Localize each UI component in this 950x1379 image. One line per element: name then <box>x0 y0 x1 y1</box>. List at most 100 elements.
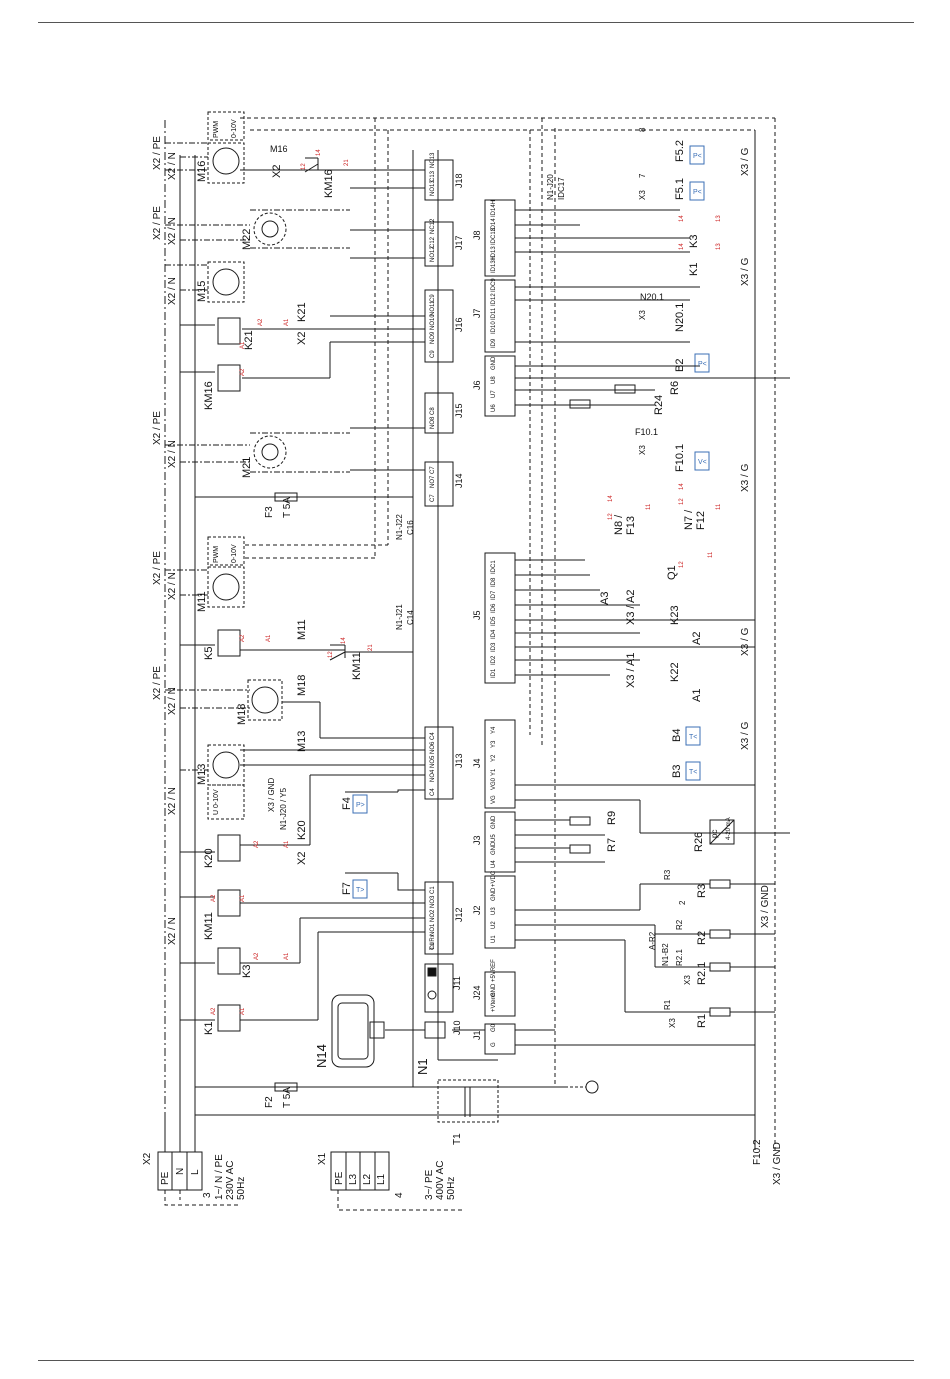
svg-text:PE: PE <box>160 1171 171 1185</box>
svg-text:8: 8 <box>638 127 647 132</box>
pin-label-j12: C1 <box>430 942 436 950</box>
pin-label-j5: ID8 <box>491 577 497 587</box>
svg-text:14: 14 <box>679 215 685 222</box>
pin-label-j4: Y4 <box>491 726 497 734</box>
svg-text:A2: A2 <box>254 952 260 960</box>
pin-label-j13: NO5 <box>430 755 436 768</box>
svg-text:A2: A2 <box>240 368 246 376</box>
label-N1: N1 <box>415 1058 430 1075</box>
svg-text:T 5A: T 5A <box>282 497 293 518</box>
svg-text:M16: M16 <box>270 144 288 154</box>
label-R26: R26 <box>693 832 705 852</box>
svg-text:X2: X2 <box>271 165 283 178</box>
svg-text:N1-J22: N1-J22 <box>395 514 404 540</box>
pressure-sensor-icon: P> <box>356 802 365 809</box>
svg-text:3~/ PE: 3~/ PE <box>424 1169 435 1200</box>
level-sensor-icon: V< <box>698 459 707 466</box>
svg-text:12: 12 <box>608 513 614 520</box>
svg-text:X3 / GND: X3 / GND <box>267 778 276 812</box>
label-J2: J2 <box>472 905 482 915</box>
label-J4: J4 <box>472 758 482 768</box>
pin-label-j8: ID13 <box>491 246 497 259</box>
svg-text:230V AC: 230V AC <box>225 1161 236 1200</box>
label-X3-A1: X3 / A1 <box>625 653 637 688</box>
svg-text:X3 / G: X3 / G <box>740 627 751 656</box>
svg-text:400V AC: 400V AC <box>435 1161 446 1200</box>
pin-label-j16: NO11 <box>430 300 436 316</box>
label-J5: J5 <box>472 610 482 620</box>
svg-text:12: 12 <box>328 651 334 658</box>
svg-text:T 5A: T 5A <box>282 1087 293 1108</box>
label-M11: M11 <box>196 591 208 612</box>
pin-label-j18: NC13 <box>430 152 436 168</box>
pin-label-j7: ID12 <box>491 293 497 306</box>
label-F3: F3 <box>264 506 275 518</box>
pin-label-j11: Tx/Rx <box>430 934 436 950</box>
bottom-rule <box>38 1360 914 1361</box>
svg-text:3: 3 <box>202 1192 213 1198</box>
svg-text:X2 / PE: X2 / PE <box>152 206 163 240</box>
label-J24: J24 <box>472 985 482 1000</box>
label-J15: J15 <box>454 403 464 418</box>
label-F5-1: F5.1 <box>674 178 686 200</box>
label-K22: K22 <box>669 662 681 682</box>
label-KM16b: KM16 <box>203 381 215 410</box>
pin-label-j2: U1 <box>491 935 497 943</box>
svg-text:11: 11 <box>708 551 714 558</box>
pin-label-j13: C4 <box>430 732 436 740</box>
label-F13: F13 <box>625 516 637 535</box>
pin-label-j14: C7 <box>430 494 436 502</box>
svg-text:X2 / N: X2 / N <box>167 440 178 468</box>
label-X2: X2 <box>142 1152 153 1165</box>
pin-label-j5: IDC1 <box>491 560 497 574</box>
pin-label-j15: C8 <box>430 407 436 415</box>
label-F2: F2 <box>264 1096 275 1108</box>
pin-label-j5: ID7 <box>491 590 497 600</box>
svg-text:A2: A2 <box>211 894 217 902</box>
pin-label-j8: ID14 <box>491 218 497 231</box>
label-R24: R24 <box>653 395 665 415</box>
svg-text:L2: L2 <box>362 1173 373 1185</box>
label-K1: K1 <box>203 1022 215 1035</box>
label-J3: J3 <box>472 835 482 845</box>
label-F7: F7 <box>341 882 353 895</box>
pin-label-j7: IDC9 <box>491 278 497 292</box>
svg-text:X2 / N: X2 / N <box>167 152 178 180</box>
pin-label-j2: GND <box>491 887 497 901</box>
pin-label-j2: +VDC <box>491 870 497 887</box>
svg-text:A2: A2 <box>240 634 246 642</box>
svg-text:X2 / N: X2 / N <box>167 572 178 600</box>
svg-text:14: 14 <box>316 149 322 156</box>
label-R6: R6 <box>669 381 681 395</box>
label-KM11b: KM11 <box>203 912 215 940</box>
pin-label-j12: C1 <box>430 886 436 894</box>
label-J13: J13 <box>454 753 464 768</box>
pin-label-j12: NO2 <box>430 909 436 922</box>
label-K3r: K3 <box>688 235 700 248</box>
svg-text:X3 / G: X3 / G <box>740 257 751 286</box>
svg-text:C14: C14 <box>406 610 415 625</box>
svg-text:M18: M18 <box>296 675 308 696</box>
label-M21: M21 <box>241 457 253 478</box>
pin-label-j12: NO1 <box>430 923 436 936</box>
pin-label-j3: GND <box>491 841 497 855</box>
pin-label-j24: +5VREF <box>491 959 497 982</box>
label-KM16: KM16 <box>323 169 335 198</box>
label-K5: K5 <box>203 647 215 660</box>
label-J6: J6 <box>472 380 482 390</box>
svg-text:1~/ N / PE: 1~/ N / PE <box>214 1154 225 1200</box>
svg-text:R3: R3 <box>663 869 672 880</box>
pin-label-j7: ID11 <box>491 307 497 320</box>
label-J18: J18 <box>454 173 464 188</box>
label-R1: R1 <box>696 1014 708 1028</box>
svg-text:X2 / PE: X2 / PE <box>152 551 163 585</box>
label-J10: J10 <box>452 1020 462 1035</box>
svg-text:X3: X3 <box>683 975 692 985</box>
pin-label-j3: U4 <box>491 860 497 868</box>
label-F4: F4 <box>341 797 353 810</box>
svg-text:7: 7 <box>638 173 647 178</box>
label-A1: A1 <box>691 689 703 702</box>
pin-label-j6: U8 <box>491 376 497 384</box>
svg-text:A1: A1 <box>284 952 290 960</box>
pin-label-j7: ID9 <box>491 338 497 348</box>
